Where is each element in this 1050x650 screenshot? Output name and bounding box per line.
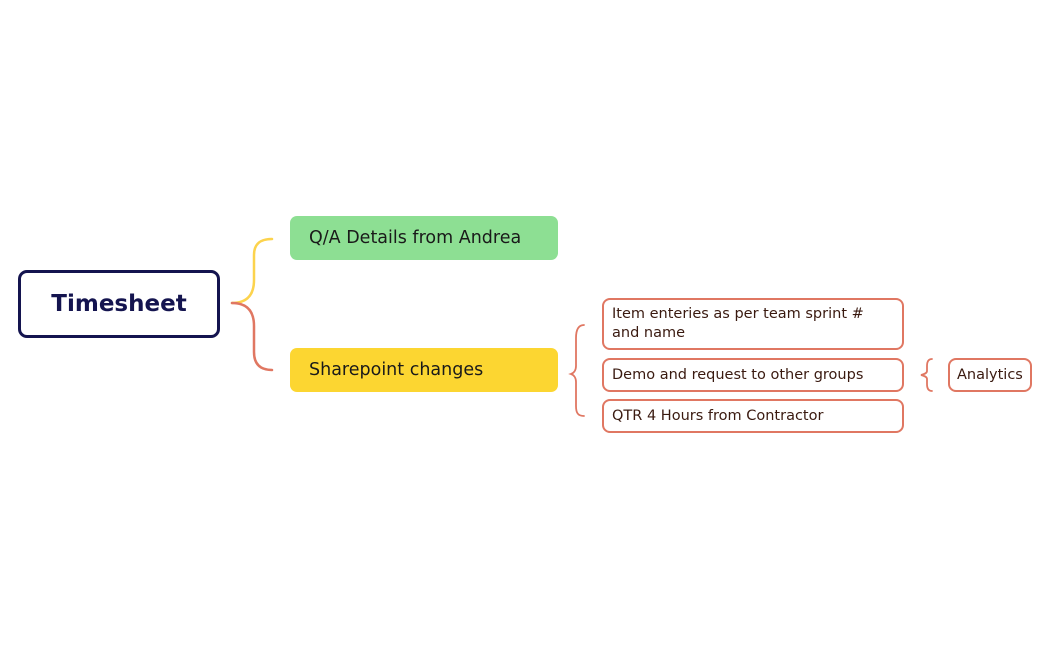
branch-node-qa-details[interactable]: Q/A Details from Andrea [290, 216, 558, 260]
leaf-node-demo-and-request[interactable]: Demo and request to other groups [602, 358, 904, 392]
leaf-node-label: Demo and request to other groups [612, 366, 864, 383]
connector-demo-to-analytics [920, 358, 933, 392]
connector-root-to-qa [230, 237, 274, 305]
leaf-node-label: Item enteries as per team sprint # and n… [612, 306, 864, 341]
branch-node-sharepoint-changes[interactable]: Sharepoint changes [290, 348, 558, 392]
leaf-node-label: Analytics [957, 366, 1023, 383]
leaf-node-qtr-4-hours[interactable]: QTR 4 Hours from Contractor [602, 399, 904, 433]
connector-sharepoint-children [568, 324, 585, 417]
leaf-node-analytics[interactable]: Analytics [948, 358, 1032, 392]
leaf-node-label: QTR 4 Hours from Contractor [612, 407, 824, 424]
root-node-label: Timesheet [51, 291, 187, 317]
root-node-timesheet[interactable]: Timesheet [18, 270, 220, 338]
branch-node-label: Sharepoint changes [309, 360, 484, 380]
branch-node-label: Q/A Details from Andrea [309, 228, 522, 248]
connector-root-to-sharepoint [230, 301, 274, 372]
leaf-node-item-enteries[interactable]: Item enteries as per team sprint # and n… [602, 298, 904, 350]
